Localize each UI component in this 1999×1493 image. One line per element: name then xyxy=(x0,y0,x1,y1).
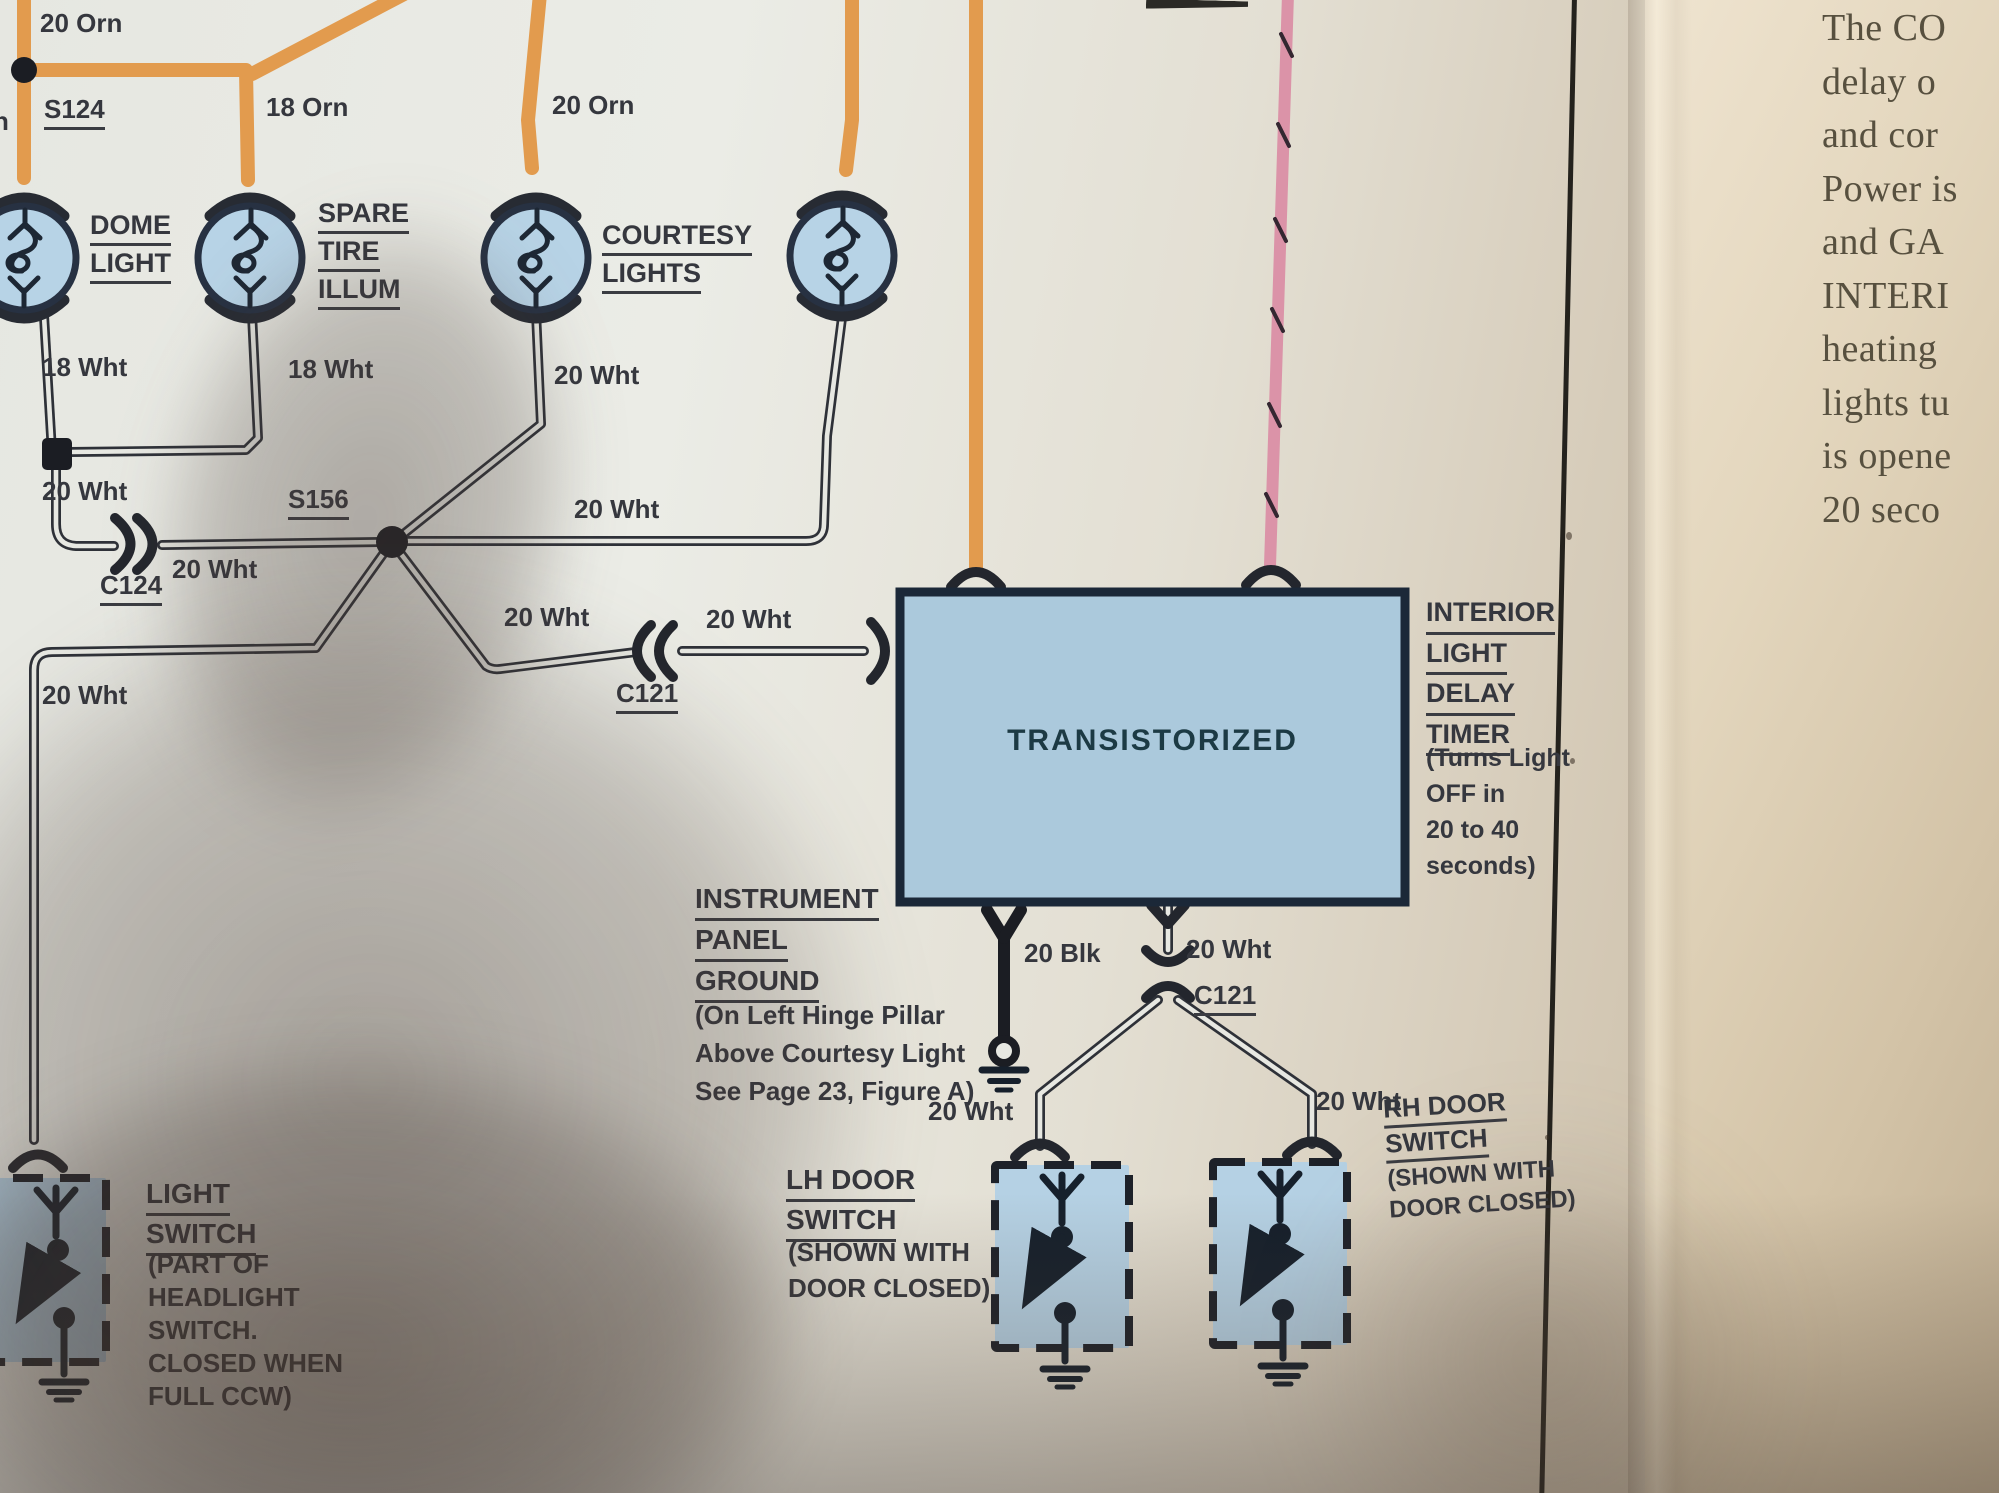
connector-label-c121: C121 xyxy=(616,676,679,714)
spare-tire-label: SPARE TIRE ILLUM xyxy=(318,196,410,310)
splice-s156-icon xyxy=(376,526,408,558)
wire-label-20orn: 20 Orn xyxy=(552,90,635,120)
light-switch-label: LIGHT SWITCH xyxy=(146,1176,257,1256)
pink-striped-wire xyxy=(1264,0,1294,572)
adjacent-page-text: and cor xyxy=(1822,114,1939,156)
splice-s124-icon xyxy=(11,57,37,83)
arc-terminal-icon xyxy=(1282,1136,1342,1160)
connector-label-c124: C124 xyxy=(100,568,163,606)
lh-door-switch-icon xyxy=(995,1165,1129,1387)
courtesy-bulb-icon xyxy=(484,198,588,318)
timer-box xyxy=(895,587,1410,907)
paper-speck xyxy=(1566,532,1572,540)
rh-door-switch-icon xyxy=(1213,1162,1347,1384)
interior-timer-note: (Turns Light OFF in 20 to 40 seconds) xyxy=(1426,744,1570,880)
arc-terminal-icon xyxy=(8,1149,68,1173)
light-switch-icon xyxy=(0,1174,110,1403)
cropped-letter: n xyxy=(0,106,9,136)
splice-label-s124: S124 xyxy=(44,92,105,130)
adjacent-page-text: heating xyxy=(1822,328,1938,370)
timer-box-label: TRANSISTORIZED xyxy=(1007,724,1298,757)
adjacent-page-text: 20 seco xyxy=(1822,489,1941,531)
ground-wire xyxy=(978,904,1030,1093)
connector-c121-icon xyxy=(654,620,678,682)
wire-label-18orn: 18 Orn xyxy=(266,92,349,122)
light-switch-note: (PART OF HEADLIGHT SWITCH. CLOSED WHEN F… xyxy=(148,1249,343,1411)
wire-label-20wht: 20 Wht xyxy=(504,602,590,632)
wire-label-20wht: 20 Wht xyxy=(706,604,792,634)
connector-c121b-icon xyxy=(1141,981,1195,1003)
splice-dot-icon xyxy=(42,438,72,470)
wire-label-18wht: 18 Wht xyxy=(42,352,128,382)
lh-door-switch-label: LH DOOR SWITCH xyxy=(786,1162,916,1242)
arc-terminal-icon xyxy=(946,567,1006,592)
box-terminal-icon xyxy=(866,617,890,685)
paper-speck xyxy=(1570,758,1575,764)
wire-label-20wht: 20 Wht xyxy=(42,680,128,710)
wire-label-20wht: 20 Wht xyxy=(42,476,128,506)
adjacent-page-text: and GA xyxy=(1822,221,1945,263)
rh-door-switch-label: RH DOOR SWITCH (SHOWN WITH DOOR CLOSED) xyxy=(1382,1086,1577,1224)
wire-label-20wht: 20 Wht xyxy=(1186,934,1272,964)
courtesy-lights-label: COURTESY LIGHTS xyxy=(602,218,753,294)
wire-label-20wht: 20 Wht xyxy=(172,554,258,584)
connector-c121-icon xyxy=(632,620,656,682)
dome-light-label: DOME LIGHT xyxy=(90,208,171,284)
arc-terminal-icon xyxy=(1241,565,1301,590)
adjacent-page-text: is opene xyxy=(1822,435,1952,477)
adjacent-page-text: delay o xyxy=(1822,61,1937,103)
lh-door-switch-note: (SHOWN WITH DOOR CLOSED) xyxy=(788,1237,991,1303)
instrument-ground-label: INSTRUMENT PANEL GROUND xyxy=(695,880,879,1003)
instrument-ground-note: (On Left Hinge Pillar Above Courtesy Lig… xyxy=(695,1000,975,1106)
white-wires xyxy=(29,305,1317,1151)
adjacent-page-text: Power is xyxy=(1822,168,1958,210)
wire-label-20orn: 20 Orn xyxy=(40,8,123,38)
connector-c121b-icon xyxy=(1163,900,1190,929)
paper-speck xyxy=(1545,1135,1549,1140)
wire-label-20wht: 20 Wht xyxy=(928,1096,1014,1126)
adjacent-page-text: The CO xyxy=(1822,7,1947,49)
connector-label-c121b: C121 xyxy=(1194,978,1257,1016)
orange-wires xyxy=(17,0,983,577)
wire-label-20blk: 20 Blk xyxy=(1024,938,1101,968)
adjacent-page xyxy=(1645,0,1999,1493)
dome-light-bulb-icon xyxy=(0,198,76,318)
adjacent-page-text: INTERI xyxy=(1822,275,1950,317)
spare-tire-bulb-icon xyxy=(198,198,302,318)
wire-label-18wht: 18 Wht xyxy=(288,354,374,384)
connector-c124-icon xyxy=(110,513,136,575)
ground-ring-icon xyxy=(988,1035,1020,1067)
interior-timer-label: INTERIOR LIGHT DELAY TIMER xyxy=(1426,594,1556,756)
courtesy-bulb-icon xyxy=(790,196,894,316)
wire-label-20wht: 20 Wht xyxy=(554,360,640,390)
splice-label-s156: S156 xyxy=(288,482,349,520)
wire-label-20wht: 20 Wht xyxy=(574,494,660,524)
wire-label-20wht: 20 Wht xyxy=(1316,1086,1402,1116)
connector-symbols xyxy=(8,513,1342,1173)
connector-c124-icon xyxy=(132,513,158,575)
page-fold xyxy=(1628,0,1692,1493)
adjacent-page-text: lights tu xyxy=(1822,382,1951,424)
arc-terminal-icon xyxy=(1010,1138,1070,1162)
connector-c121b-icon xyxy=(1141,945,1195,967)
